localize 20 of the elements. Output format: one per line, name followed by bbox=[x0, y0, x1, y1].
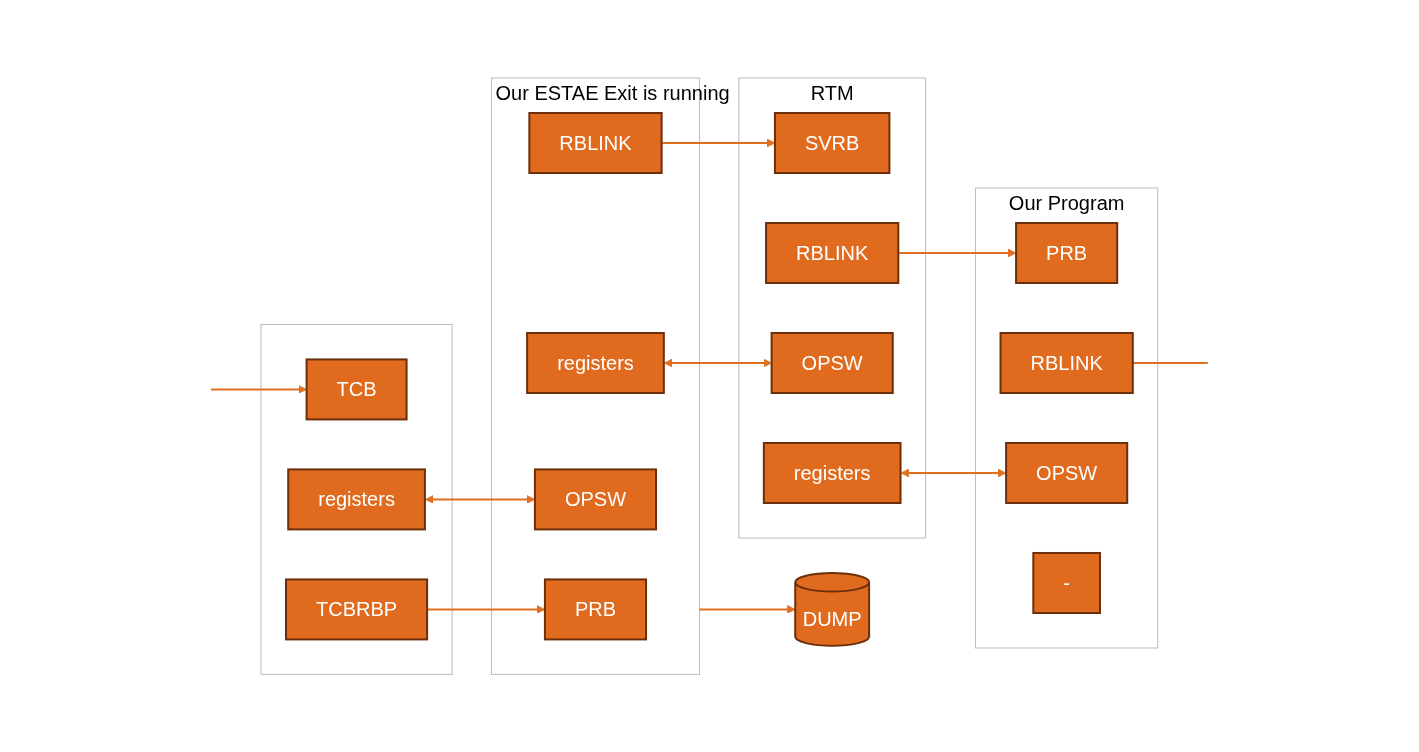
node-box: registers bbox=[762, 441, 902, 504]
node-box: registers bbox=[287, 468, 427, 531]
node-box: registers bbox=[526, 331, 665, 394]
node-label: Our ESTAE Exit is running bbox=[495, 81, 730, 104]
node-box: SVRB bbox=[774, 111, 891, 174]
node-box: OPSW bbox=[1005, 441, 1129, 504]
node-box: OPSW bbox=[534, 468, 658, 531]
arrow bbox=[425, 494, 536, 504]
node-box: RBLINK bbox=[765, 221, 900, 284]
node-box: RBLINK bbox=[528, 111, 663, 174]
node-box: RBLINK bbox=[999, 331, 1134, 394]
node-box: TCBRBP bbox=[285, 578, 429, 641]
cluster bbox=[260, 323, 453, 675]
node-box: TCB bbox=[305, 358, 408, 421]
node-box: PRB bbox=[1015, 221, 1119, 284]
arrow bbox=[900, 468, 1007, 478]
node-box: - bbox=[1032, 551, 1102, 614]
arrow bbox=[698, 604, 796, 614]
node-box: PRB bbox=[544, 578, 648, 641]
node-box: OPSW bbox=[770, 331, 894, 394]
